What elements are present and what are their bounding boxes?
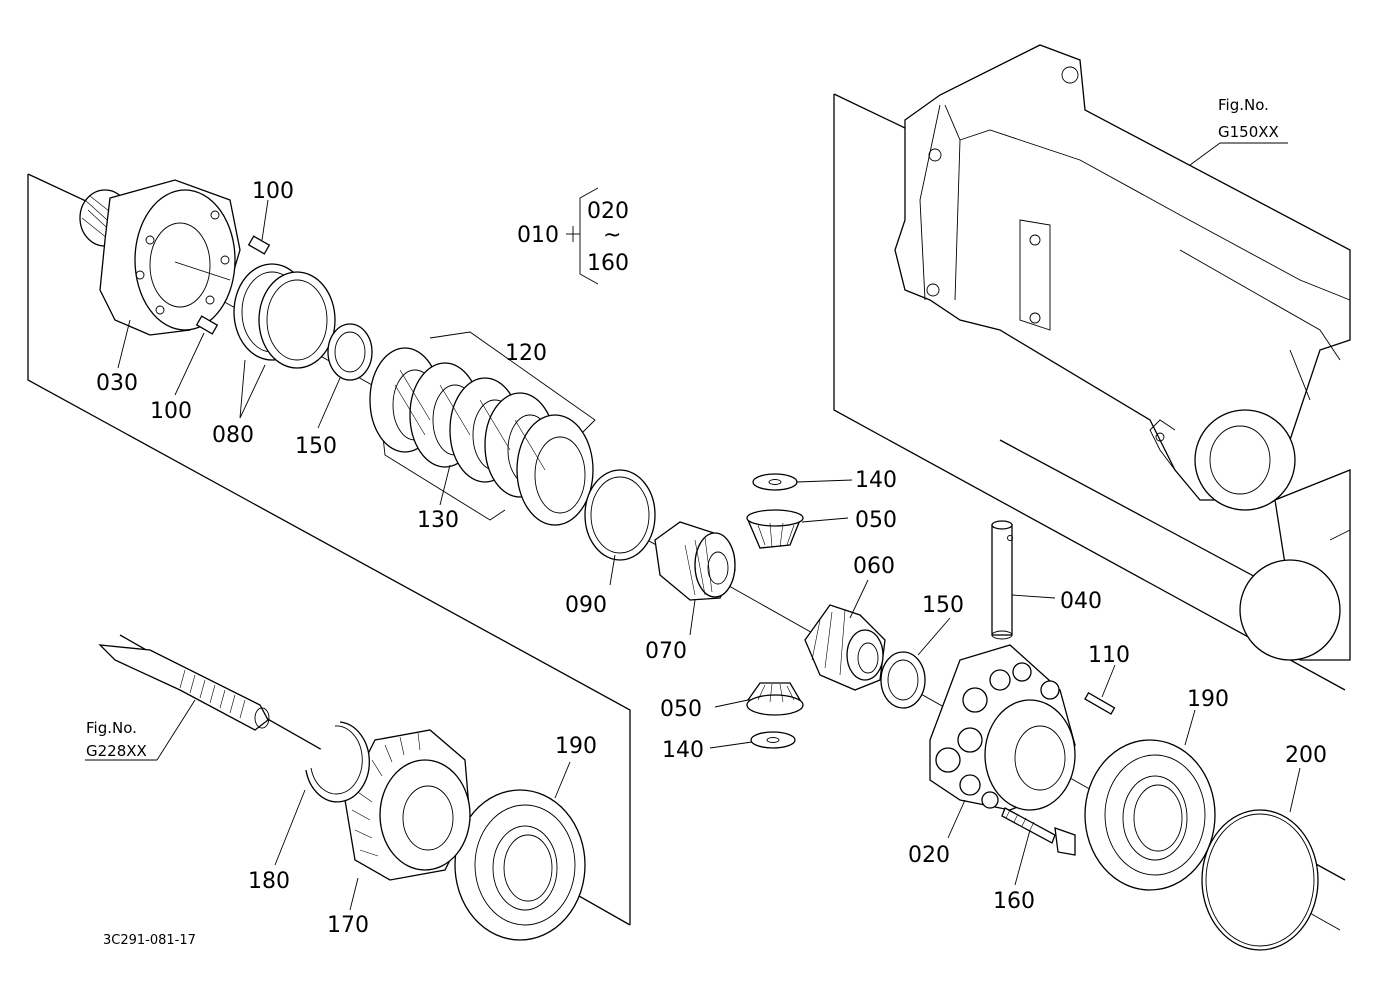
pin-100-bottom	[195, 315, 219, 335]
washer-150-right	[880, 651, 926, 709]
leader-lines	[85, 142, 1301, 911]
transmission-housing	[894, 44, 1351, 661]
label-030: 030	[96, 371, 138, 396]
fig-ref-top-label: Fig.No.	[1218, 96, 1269, 114]
spring-pin-110	[1084, 692, 1116, 715]
bearing-190-right	[1084, 739, 1216, 891]
seal-rings-080	[233, 263, 336, 369]
clutch-plates-120-130	[369, 331, 596, 526]
label-020-range: 020	[587, 199, 629, 224]
label-110: 110	[1088, 643, 1130, 668]
label-180: 180	[248, 869, 290, 894]
pinion-gear-050-bottom	[746, 682, 804, 716]
pinion-gear-050-top	[746, 509, 804, 549]
differential-case-020	[929, 644, 1076, 811]
label-080: 080	[212, 423, 254, 448]
label-160: 160	[993, 889, 1035, 914]
pinion-shaft-040	[991, 520, 1013, 640]
fig-ref-bottom-label: Fig.No.	[86, 719, 137, 737]
fig-ref-bottom-code: G228XX	[86, 742, 147, 760]
part-labels: 010 020 ~ 160 100 100 030 080 150 120 13…	[96, 179, 1327, 938]
label-140-bottom: 140	[662, 738, 704, 763]
label-150-left: 150	[295, 434, 337, 459]
fig-ref-top-code: G150XX	[1218, 123, 1279, 141]
label-140-top: 140	[855, 468, 897, 493]
label-060: 060	[853, 554, 895, 579]
thrust-washer-140-bottom	[750, 731, 796, 749]
snap-ring-180	[305, 721, 370, 803]
o-ring-200	[1201, 809, 1319, 951]
label-190-right: 190	[1187, 687, 1229, 712]
differential-case-030	[79, 179, 241, 336]
label-020: 020	[908, 843, 950, 868]
label-200: 200	[1285, 743, 1327, 768]
side-gear-060	[804, 604, 886, 691]
drawing-code: 3C291-081-17	[103, 933, 196, 948]
pin-100-top	[247, 235, 271, 255]
label-070: 070	[645, 639, 687, 664]
label-040: 040	[1060, 589, 1102, 614]
washer-150-left	[327, 323, 373, 381]
label-050-top: 050	[855, 508, 897, 533]
ring-090	[584, 469, 656, 561]
label-tilde: ~	[603, 223, 621, 248]
label-130: 130	[417, 508, 459, 533]
figure-references: Fig.No. G150XX Fig.No. G228XX	[86, 96, 1279, 760]
label-050-bottom: 050	[660, 697, 702, 722]
axle-shaft	[98, 644, 270, 731]
bearing-190-left	[454, 789, 586, 941]
thrust-washer-140-top	[752, 473, 798, 491]
label-090: 090	[565, 593, 607, 618]
label-160-range: 160	[587, 251, 629, 276]
label-010: 010	[517, 223, 559, 248]
range-bracket-010	[566, 187, 599, 285]
side-gear-070	[654, 521, 736, 601]
label-150-right: 150	[922, 593, 964, 618]
bevel-gear-170	[344, 729, 471, 881]
label-100-bottom: 100	[150, 399, 192, 424]
label-120: 120	[505, 341, 547, 366]
label-100-top: 100	[252, 179, 294, 204]
bolt-160	[1001, 807, 1076, 856]
label-170: 170	[327, 913, 369, 938]
label-190-left: 190	[555, 734, 597, 759]
